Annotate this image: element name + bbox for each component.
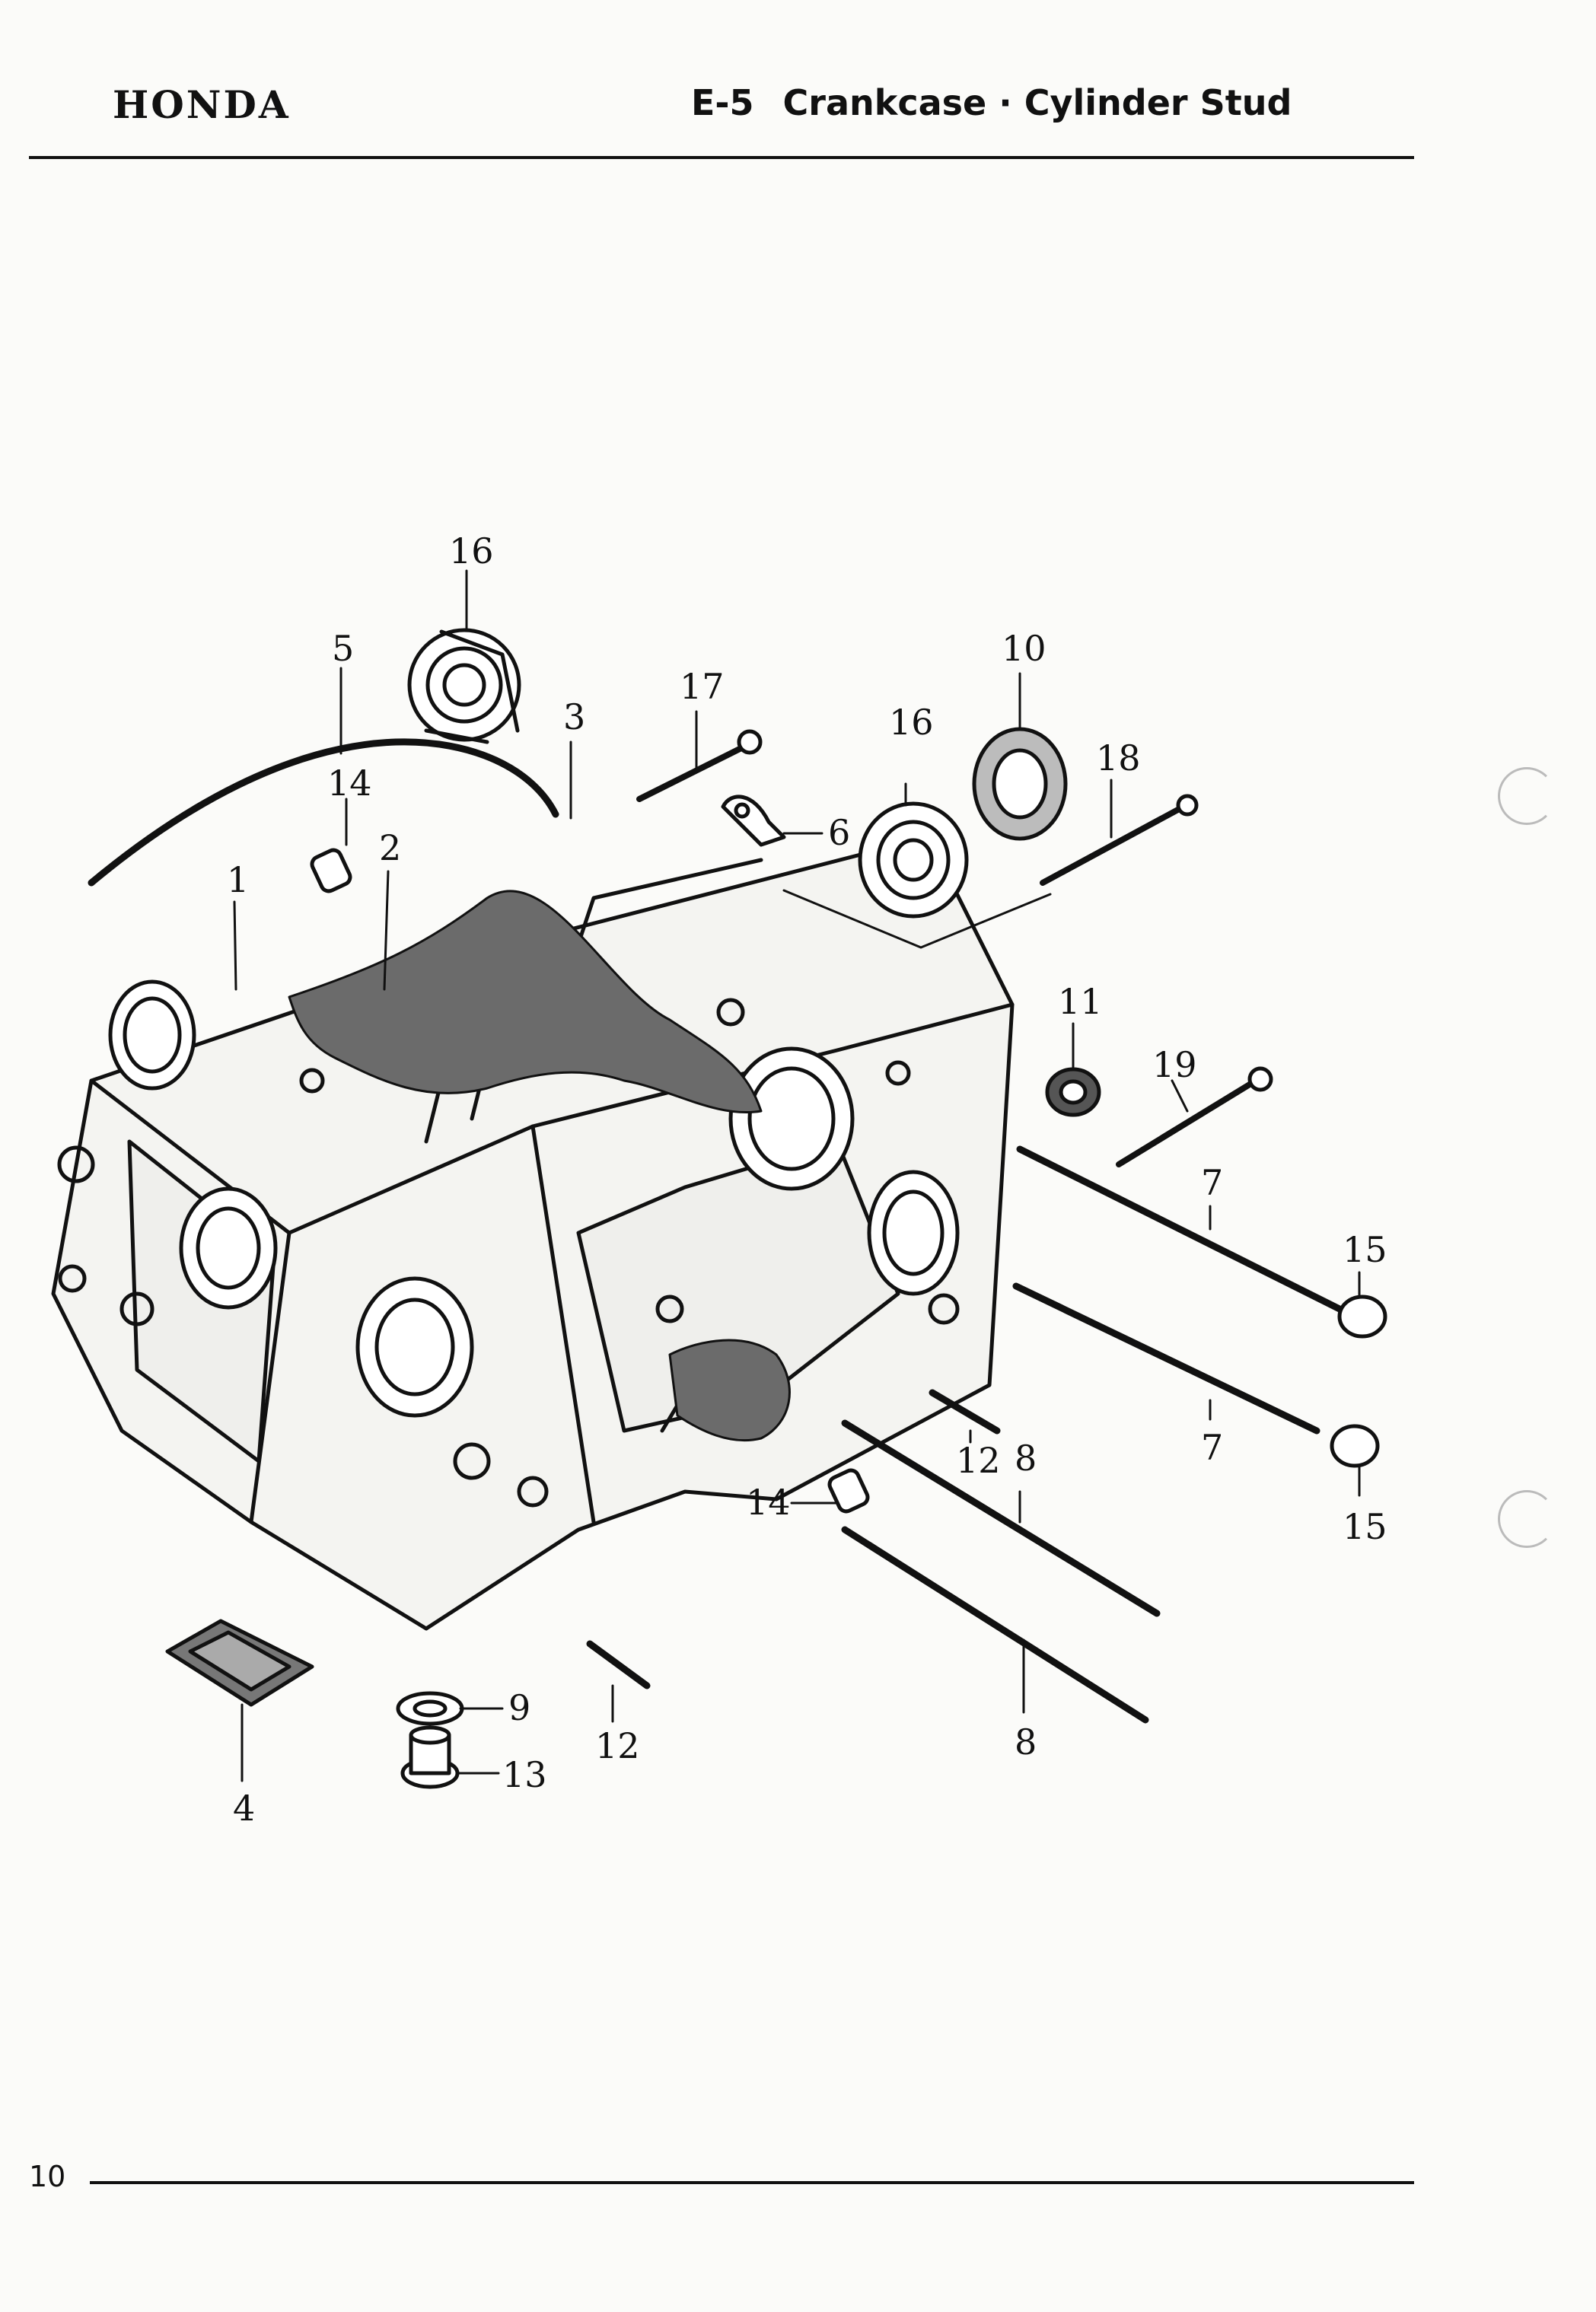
leader-lines: [233, 569, 1361, 1782]
callout-2: 2: [379, 827, 401, 868]
part-16-bearing-lower: [858, 801, 969, 919]
part-5-tube: [88, 738, 559, 887]
part-16-bearing-upper: [407, 628, 521, 744]
gasket-lower: [668, 1339, 791, 1442]
part-7-stud-lower: [1012, 1282, 1320, 1435]
part-8-stud-upper: [841, 1419, 1161, 1617]
callout-15-upper: 15: [1343, 1229, 1387, 1270]
callout-14-lower: 14: [746, 1482, 791, 1523]
callout-9: 9: [508, 1687, 530, 1728]
part-8-stud-lower: [841, 1526, 1149, 1724]
callout-7-upper: 7: [1201, 1162, 1223, 1203]
part-19-bolt: [1116, 1066, 1273, 1167]
part-15-collar-lower: [1330, 1424, 1380, 1468]
callout-12-lower: 12: [595, 1725, 640, 1766]
part-13-drain-plug: [400, 1725, 460, 1789]
callout-3: 3: [563, 696, 585, 737]
callout-16-lower: 16: [889, 702, 934, 743]
binder-hole-lower: [1498, 1490, 1556, 1548]
callout-8-upper: 8: [1015, 1438, 1037, 1479]
footer-rule: [90, 2181, 1414, 2184]
callout-4: 4: [233, 1788, 255, 1829]
part-14-dowel-upper: [310, 848, 352, 893]
header-rule: [29, 156, 1414, 159]
part-14-dowel-lower: [827, 1468, 870, 1514]
part-11-seal: [1045, 1067, 1101, 1117]
part-9-washer: [396, 1691, 464, 1726]
callout-labels: 16 5 3 14 1 2 17 16 10 18 6 11 19 7 7 15…: [227, 530, 1387, 1829]
callout-15-lower: 15: [1343, 1506, 1387, 1547]
part-15-collar-upper: [1337, 1295, 1387, 1339]
page-number: 10: [29, 2160, 66, 2193]
callout-13: 13: [502, 1754, 547, 1795]
part-4-oil-strainer: [165, 1619, 314, 1707]
callout-8-lower: 8: [1015, 1721, 1037, 1763]
callout-10: 10: [1002, 628, 1046, 669]
callout-17: 17: [680, 666, 725, 707]
part-12-pin-lower: [586, 1640, 651, 1689]
gasket: [288, 890, 763, 1113]
section-heading: E-5 Crankcase · Cylinder Stud: [691, 82, 1292, 123]
callout-7-lower: 7: [1201, 1427, 1223, 1468]
callout-1: 1: [227, 859, 249, 900]
part-12-pin-upper: [929, 1389, 1001, 1435]
part-18-stud: [1040, 794, 1199, 886]
section-title: Crankcase · Cylinder Stud: [782, 82, 1292, 123]
section-code: E-5: [691, 82, 754, 123]
callout-18: 18: [1096, 737, 1141, 779]
part-7-stud-upper: [1016, 1145, 1343, 1313]
part-6-clamp: [721, 795, 786, 847]
part-10-oil-seal: [972, 727, 1068, 841]
callout-6: 6: [828, 812, 850, 853]
callout-14-upper: 14: [327, 763, 372, 804]
callout-12-upper: 12: [956, 1440, 1001, 1481]
callout-16-upper: 16: [449, 530, 494, 572]
callout-11: 11: [1058, 981, 1103, 1022]
binder-hole-upper: [1498, 767, 1556, 825]
callout-5: 5: [332, 628, 354, 669]
part-17-bolt: [636, 729, 763, 802]
honda-logo: HONDA: [113, 82, 291, 127]
callout-19: 19: [1152, 1044, 1197, 1085]
